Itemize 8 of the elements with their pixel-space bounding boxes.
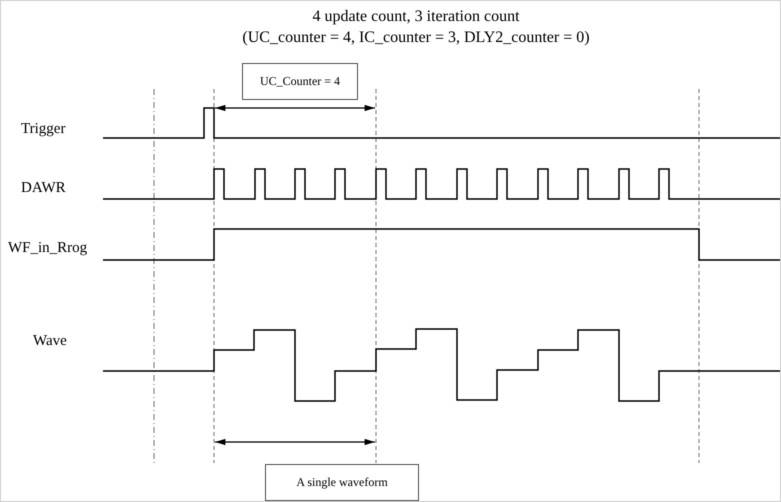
annotation-box: UC_Counter = 4 (242, 63, 358, 100)
annotation-box: A single waveform (265, 464, 419, 501)
signal-name: WF_in_Rrog (8, 241, 88, 256)
diagram-title: 4 update count, 3 iteration count (311, 9, 521, 25)
signal-name: Wave (33, 334, 67, 349)
signal-name: Trigger (21, 122, 66, 137)
diagram-subtitle: (UC_counter = 4, IC_counter = 3, DLY2_counter = 0) (241, 30, 591, 46)
signal-name: DAWR (21, 181, 66, 196)
